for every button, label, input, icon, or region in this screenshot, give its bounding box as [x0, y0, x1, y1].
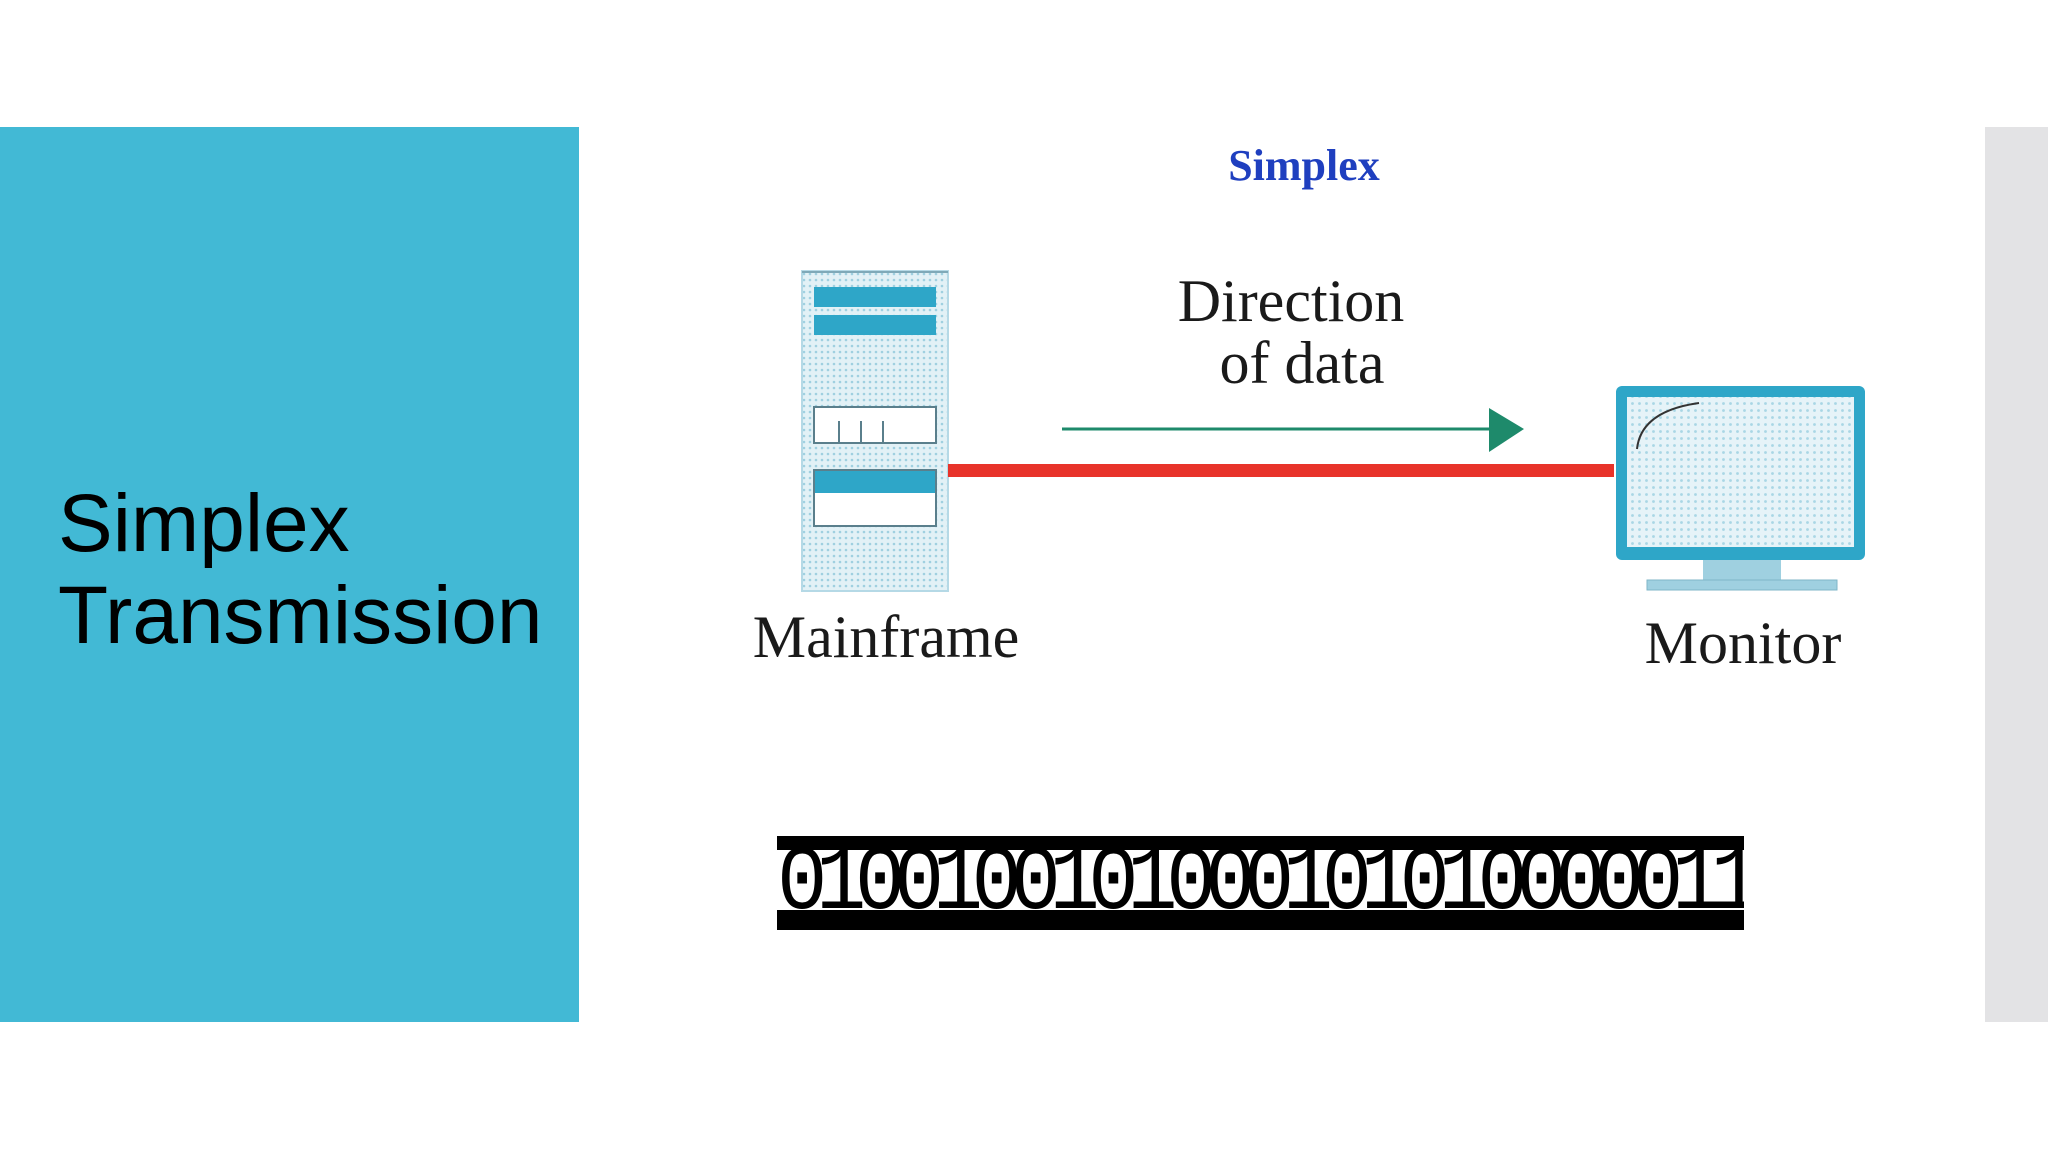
mainframe-tower-icon: [801, 270, 949, 592]
binary-strip-band: [777, 850, 1744, 910]
destination-label: Monitor: [1645, 610, 1842, 676]
right-arrow-icon: [1062, 408, 1524, 452]
computer-monitor-icon: [1616, 386, 1865, 591]
arrow-label-line-2: of data: [1220, 330, 1385, 396]
simplex-diagram: Simplex Direction of data Mainframe Moni…: [753, 141, 1865, 676]
title-panel: [0, 127, 579, 1022]
source-label: Mainframe: [753, 604, 1020, 670]
right-edge-strip: [1985, 127, 2048, 1022]
binary-data-strip: 0100100101000101010000011: [777, 836, 1744, 930]
slide-title-line-1: Simplex: [58, 478, 350, 569]
diagram-heading: Simplex: [1228, 141, 1380, 190]
transmission-line: [948, 464, 1614, 477]
slide-title-line-2: Transmission: [58, 570, 543, 661]
slide-title: Simplex Transmission: [58, 478, 578, 662]
binary-data-string: 0100100101000101010000011: [777, 842, 1744, 929]
arrow-label-line-1: Direction: [1178, 268, 1405, 334]
